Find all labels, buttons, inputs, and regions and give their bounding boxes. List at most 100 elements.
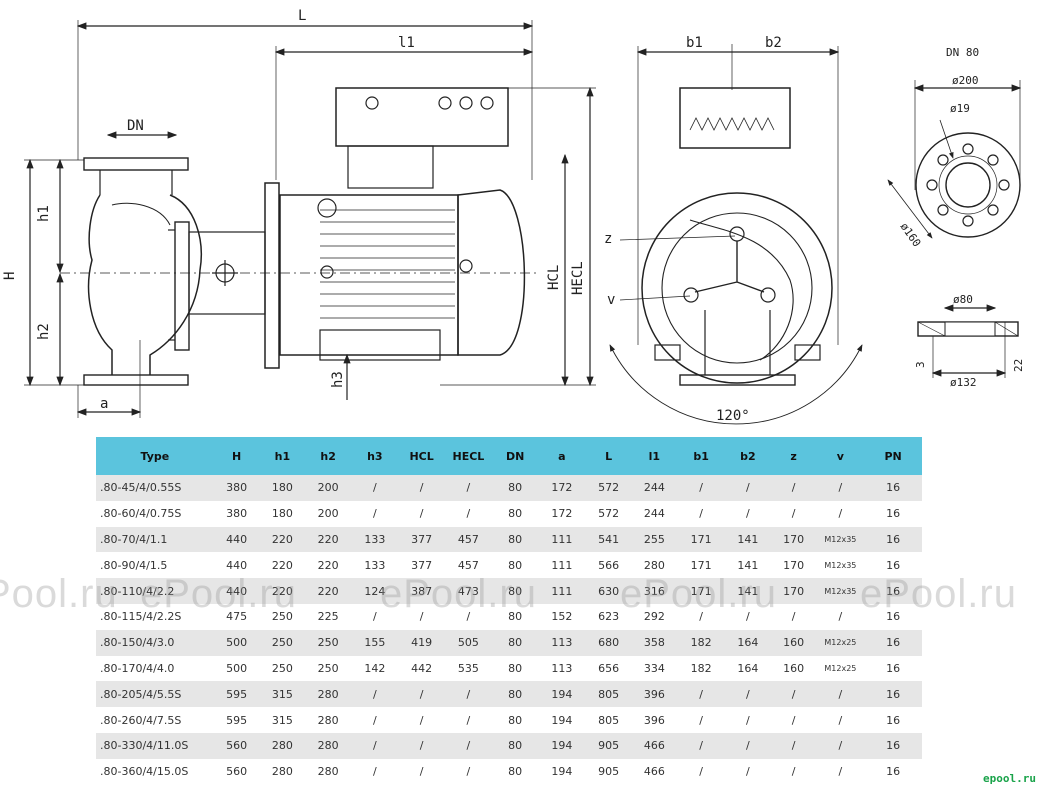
table-cell: 250 [271,661,293,675]
table-cell: 80 [508,507,523,521]
table-cell: / [816,681,865,708]
table-cell: 377 [411,558,433,572]
table-cell: / [838,507,843,521]
table-cell: 220 [317,558,339,572]
column-header: z [770,437,817,475]
table-cell: / [466,765,471,779]
table-cell: / [838,765,843,779]
type-cell: .80-115/4/2.2S [100,610,182,624]
flange-t22: 22 [1012,359,1025,372]
table-cell: 656 [598,661,620,675]
table-cell: M12x25 [816,629,865,656]
table-cell: M12x35 [816,526,865,553]
table-cell: 280 [317,713,339,727]
table-cell: 113 [538,629,586,656]
table-cell: 80 [492,526,539,553]
table-cell: 220 [271,558,293,572]
table-cell: 560 [226,765,248,779]
table-cell: 171 [690,558,712,572]
table-cell: / [838,713,843,727]
table-cell: / [350,732,399,759]
table-cell: 572 [598,507,620,521]
table-cell: 172 [538,475,586,501]
table-cell: / [791,713,796,727]
dim-H: H [2,272,18,280]
table-cell: 457 [457,558,479,572]
table-cell: 80 [492,475,539,501]
type-cell: .80-360/4/15.0S [100,765,189,779]
flange-d160: ø160 [898,220,924,249]
table-cell: 630 [585,578,632,604]
table-cell: / [677,732,725,759]
column-header: L [585,437,632,475]
column-header: H [213,437,260,475]
table-cell: 541 [585,526,632,553]
table-cell: 387 [398,578,445,604]
table-cell: 572 [585,475,632,501]
dim-b2: b2 [765,35,782,51]
table-cell: 180 [271,507,293,521]
flange-d80: ø80 [953,293,973,306]
table-cell: 280 [271,765,293,779]
type-cell: .80-150/4/3.0 [96,629,214,656]
table-cell: 396 [643,713,665,727]
table-cell: 172 [551,507,573,521]
table-cell: / [444,732,493,759]
dim-DN: DN [127,118,144,134]
table-cell: 164 [737,661,759,675]
dim-l1: l1 [398,35,415,51]
type-cell: .80-60/4/0.75S [100,507,182,521]
table-cell: 111 [538,578,586,604]
table-cell: 440 [213,526,260,553]
table-cell: 160 [770,629,817,656]
pump-front-view [609,44,863,425]
table-cell: 292 [643,610,665,624]
table-cell: / [699,507,703,521]
table-cell: 440 [226,558,248,572]
flange-detail [887,80,1022,378]
type-cell: .80-260/4/7.5S [100,713,182,727]
type-cell: .80-170/4/4.0 [100,661,175,675]
table-cell: / [677,475,725,501]
table-cell: 250 [317,661,339,675]
table-cell: 141 [724,578,771,604]
table-cell: 182 [690,661,712,675]
table-cell: / [372,713,377,727]
type-cell: .80-205/4/5.5S [96,681,214,708]
table-cell: 80 [492,681,539,708]
table-cell: / [466,713,471,727]
column-header: l1 [631,437,678,475]
table-cell: 170 [770,578,817,604]
table-cell: / [419,713,424,727]
table-cell: 194 [551,713,573,727]
table-cell: / [372,610,377,624]
table-cell: 16 [886,713,901,727]
type-cell: .80-330/4/11.0S [96,732,214,759]
dim-L: L [298,8,306,24]
table-cell: / [398,475,445,501]
table-cell: 535 [457,661,479,675]
table-cell: 280 [305,681,351,708]
flange-d19: ø19 [950,102,970,115]
table-cell: 171 [677,578,725,604]
table-cell: 250 [259,629,306,656]
table-cell: / [419,610,424,624]
table-cell: 280 [643,558,665,572]
table-cell: 396 [631,681,678,708]
flange-title: DN 80 [946,46,979,59]
table-cell: 180 [259,475,306,501]
table-cell: / [745,713,750,727]
table-cell: 805 [598,713,620,727]
table-cell: 250 [271,610,293,624]
table-cell: 358 [631,629,678,656]
column-header: Type [96,437,214,475]
table-cell: / [350,475,399,501]
table-cell: 377 [398,526,445,553]
flange-d200: ø200 [952,74,979,87]
